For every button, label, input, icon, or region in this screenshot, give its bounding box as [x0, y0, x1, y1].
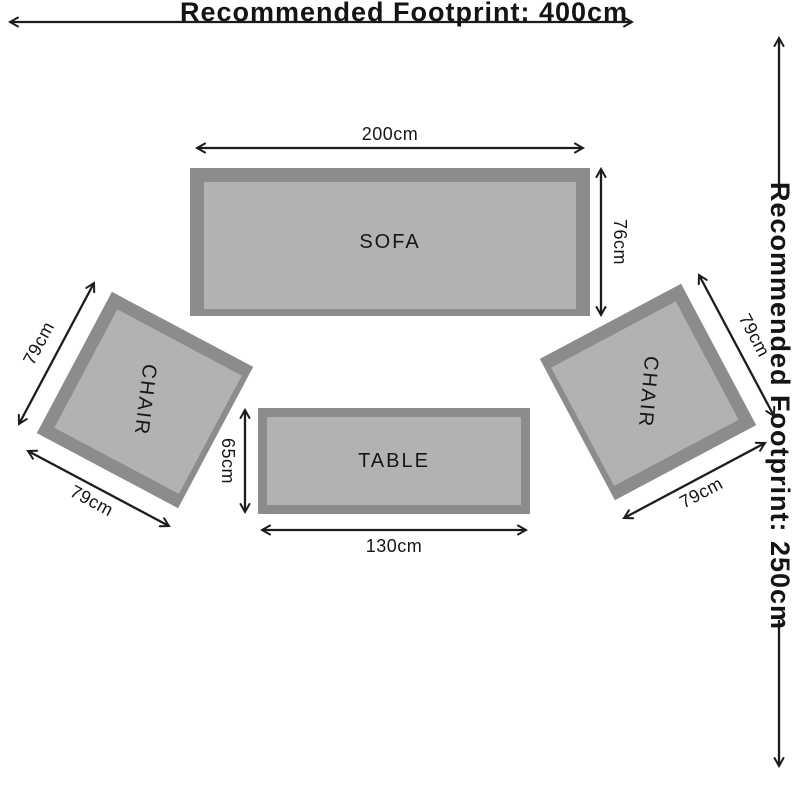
chair-left-side-b-dimension-line [28, 451, 169, 526]
chair-right: CHAIR [539, 283, 757, 501]
chair-left-seat [54, 309, 242, 494]
sofa-width-label: 200cm [362, 124, 419, 144]
chair-right-side-b-label: 79cm [676, 473, 726, 512]
table-width-label: 130cm [366, 536, 423, 556]
sofa-depth-label: 76cm [610, 219, 630, 265]
table-label: TABLE [358, 450, 430, 472]
chair-right-side-b-dimension-line [624, 443, 765, 518]
sofa-label: SOFA [359, 231, 420, 253]
chair-left-side-b-label: 79cm [67, 481, 117, 520]
chair-right-side-a-dimension-line [699, 275, 774, 416]
sofa-seat [204, 182, 576, 309]
sofa: SOFA [190, 168, 590, 316]
table: TABLE [258, 408, 530, 514]
chair-left-side-a-dimension-line [19, 283, 94, 424]
chair-right-seat [551, 301, 739, 486]
table-top [267, 417, 521, 505]
table-depth-label: 65cm [218, 438, 238, 484]
footprint-width-title: Recommended Footprint: 400cm [180, 0, 628, 27]
